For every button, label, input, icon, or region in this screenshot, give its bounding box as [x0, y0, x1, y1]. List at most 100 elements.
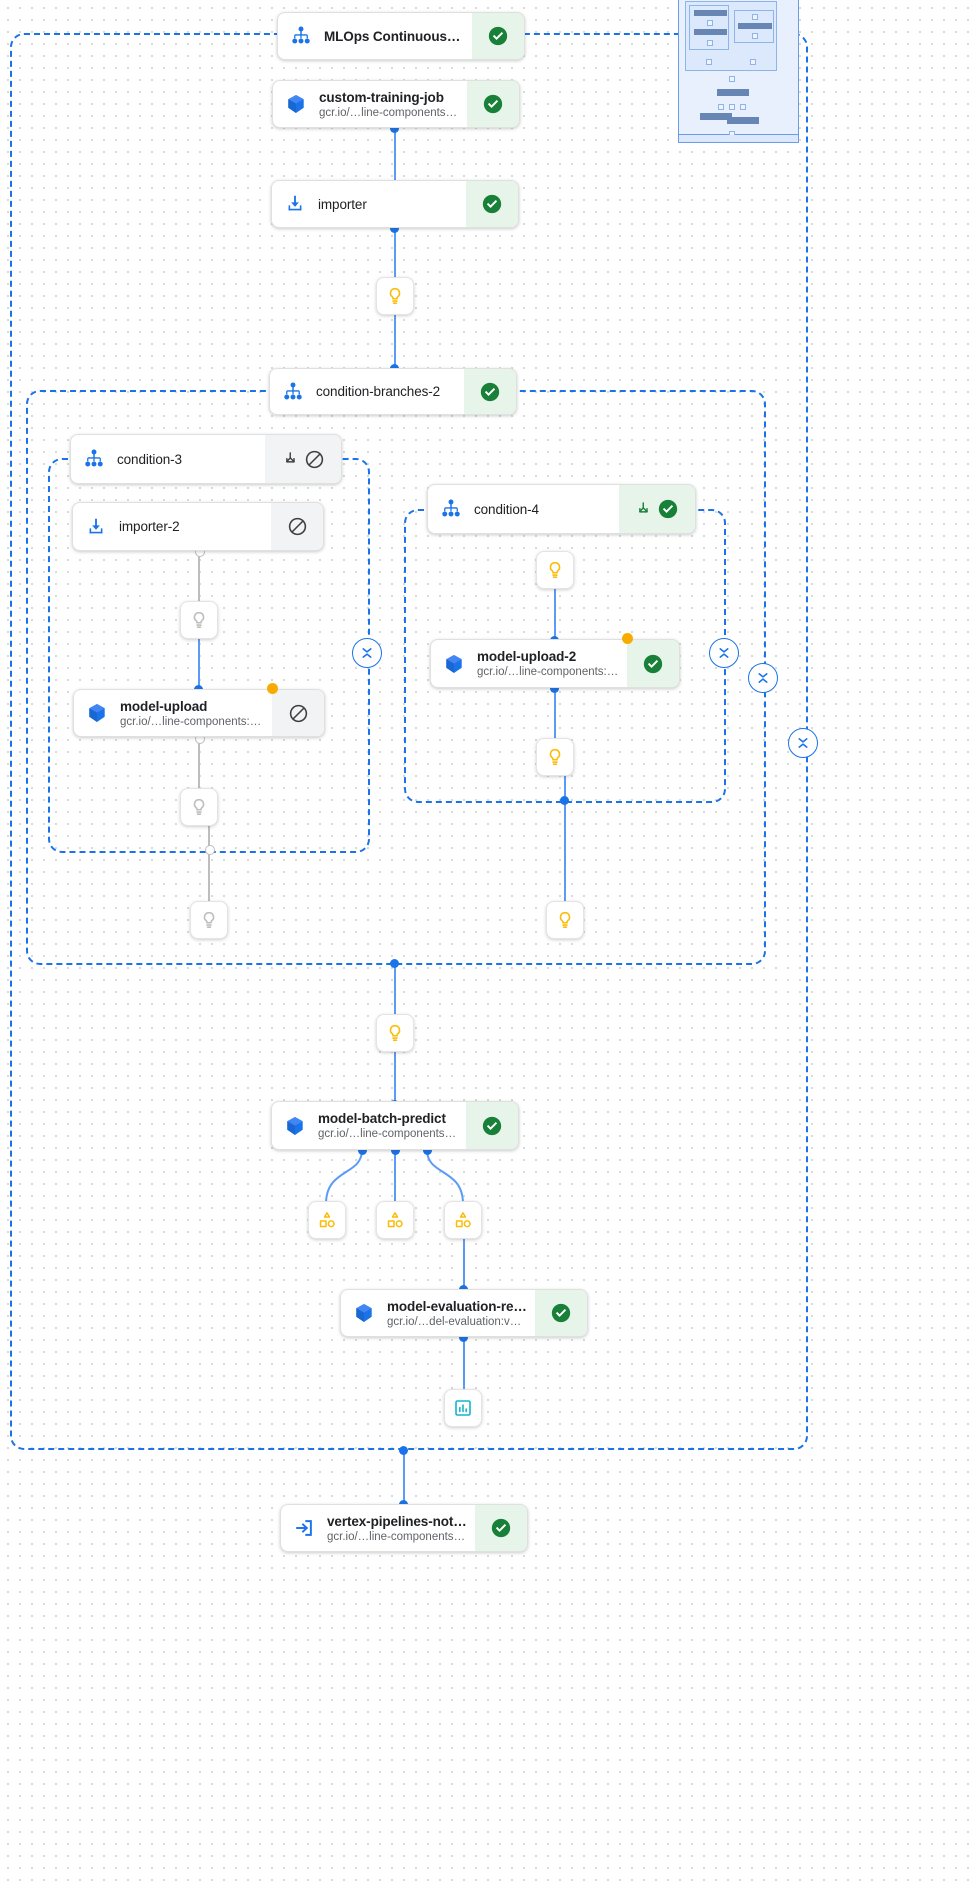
node-importer-2[interactable]: importer-2: [72, 502, 324, 551]
node-pipeline-root[interactable]: MLOps Continuous Traini…: [277, 12, 525, 60]
chip-artifact-batchpred-2[interactable]: [376, 1201, 414, 1239]
parameter-bulb-icon: [193, 798, 205, 815]
edge-training-to-importer: [394, 128, 396, 184]
node-model-upload-2[interactable]: model-upload-2 gcr.io/…line-components:2…: [430, 639, 680, 688]
status-badge-skipped[interactable]: [265, 435, 341, 483]
edge-dot: [358, 1146, 367, 1155]
chip-metrics-evaluation[interactable]: [444, 1389, 482, 1427]
minimap-chip: [740, 104, 746, 110]
edge-model-upload-2-to-param: [554, 688, 556, 739]
status-badge-succeeded[interactable]: [619, 485, 695, 533]
node-title: model-evaluation-regres…: [387, 1298, 527, 1314]
edge-dot: [390, 124, 399, 133]
minimap-chip: [752, 33, 758, 39]
parameter-bulb-icon: [193, 611, 205, 628]
minimap-group: [689, 5, 729, 50]
status-badge-skipped: [272, 690, 324, 736]
node-condition-4[interactable]: condition-4: [427, 484, 696, 534]
node-title: condition-branches-2: [316, 384, 441, 399]
minimap-chip: [750, 59, 756, 65]
node-subtitle: gcr.io/…line-components:2.6.0: [318, 1128, 458, 1140]
node-title: model-upload: [120, 698, 208, 714]
minimap-chip: [707, 20, 713, 26]
node-text: model-batch-predict gcr.io/…line-compone…: [318, 1102, 466, 1149]
toggle-collapse-condition-3[interactable]: [352, 638, 382, 668]
chip-param-condition-4-out[interactable]: [546, 901, 584, 939]
toggle-collapse-condition-branches-2[interactable]: [748, 663, 778, 693]
graph-minimap[interactable]: [678, 0, 799, 137]
parameter-bulb-icon: [389, 287, 401, 304]
edge-param-to-condition3-out: [208, 824, 210, 902]
skipped-icon: [289, 704, 307, 722]
collapse-chevrons-icon: [758, 673, 768, 683]
node-subtitle: gcr.io/…line-components:2.6.0: [327, 1530, 467, 1543]
edge-root-to-notification: [403, 1450, 405, 1504]
chip-param-after-importer-2[interactable]: [180, 601, 218, 639]
chip-param-after-model-upload[interactable]: [180, 788, 218, 826]
open-subgraph-icon: [639, 502, 648, 513]
pipeline-hierarchy-icon: [71, 435, 117, 483]
toggle-collapse-condition-4[interactable]: [709, 638, 739, 668]
status-badge-succeeded: [466, 1102, 518, 1149]
edge-artifact-to-evaluation: [463, 1239, 465, 1289]
chip-param-before-model-upload-2[interactable]: [536, 551, 574, 589]
edge-importer-to-param: [394, 228, 396, 278]
edge-evaluation-to-metrics: [463, 1337, 465, 1389]
node-title: model-batch-predict: [318, 1111, 446, 1126]
metrics-chart-icon: [455, 1400, 471, 1416]
chip-param-condition-3-out[interactable]: [190, 901, 228, 939]
edge-dot: [391, 1146, 400, 1155]
node-condition-branches-2[interactable]: condition-branches-2: [269, 368, 517, 415]
open-subgraph-icon: [285, 452, 295, 463]
minimap-chip: [729, 76, 735, 82]
minimap-chip: [706, 59, 712, 65]
node-text: importer: [318, 181, 466, 227]
artifact-shapes-icon: [455, 1212, 471, 1228]
node-text: MLOps Continuous Traini…: [324, 13, 472, 59]
node-model-batch-predict[interactable]: model-batch-predict gcr.io/…line-compone…: [271, 1101, 519, 1150]
edge-param-to-model-upload-2: [554, 588, 556, 640]
node-text: condition-4: [474, 485, 619, 533]
component-cube-icon: [341, 1290, 387, 1336]
minimap-viewport[interactable]: [678, 135, 799, 143]
chip-artifact-batchpred-1[interactable]: [308, 1201, 346, 1239]
pipeline-hierarchy-icon: [270, 369, 316, 414]
edge-importer2-to-param: [198, 550, 200, 602]
minimap-node: [694, 10, 727, 16]
node-vertex-pipelines-notification[interactable]: vertex-pipelines-notificat… gcr.io/…line…: [280, 1504, 528, 1552]
node-importer[interactable]: importer: [271, 180, 519, 228]
edge-dot: [390, 959, 399, 968]
node-text: condition-branches-2: [316, 369, 464, 414]
node-text: model-upload-2 gcr.io/…line-components:2…: [477, 640, 627, 687]
node-title: custom-training-job: [319, 89, 444, 105]
node-model-upload[interactable]: model-upload gcr.io/…line-components:2.6…: [73, 689, 325, 737]
edge-dot: [423, 1146, 432, 1155]
node-model-evaluation-regression[interactable]: model-evaluation-regres… gcr.io/…del-eva…: [340, 1289, 588, 1337]
node-title: condition-4: [474, 501, 539, 517]
node-title: MLOps Continuous Traini…: [324, 28, 464, 44]
node-title: importer: [318, 196, 367, 212]
chip-artifact-batchpred-3[interactable]: [444, 1201, 482, 1239]
node-custom-training-job[interactable]: custom-training-job gcr.io/…line-compone…: [272, 80, 520, 128]
status-badge-succeeded: [627, 640, 679, 687]
minimap-chip: [752, 14, 758, 20]
chip-param-after-importer[interactable]: [376, 277, 414, 315]
node-condition-3[interactable]: condition-3: [70, 434, 342, 484]
pipeline-hierarchy-icon: [278, 13, 324, 59]
minimap-node: [717, 89, 749, 96]
node-subtitle: gcr.io/…line-components:2.6.0: [319, 106, 459, 119]
chip-param-after-model-upload-2[interactable]: [536, 738, 574, 776]
toggle-collapse-pipeline-root[interactable]: [788, 728, 818, 758]
import-download-icon: [73, 503, 119, 550]
status-badge-succeeded: [467, 81, 519, 127]
skipped-icon: [288, 517, 306, 536]
edge-dot: [399, 1446, 408, 1455]
artifact-shapes-icon: [319, 1212, 335, 1228]
chip-param-before-batch-predict[interactable]: [376, 1014, 414, 1052]
minimap-node: [700, 113, 732, 120]
edge-param-to-condition-branches: [394, 313, 396, 368]
status-badge-succeeded: [475, 1505, 527, 1551]
status-badge-succeeded: [535, 1290, 587, 1336]
node-text: condition-3: [117, 435, 265, 483]
